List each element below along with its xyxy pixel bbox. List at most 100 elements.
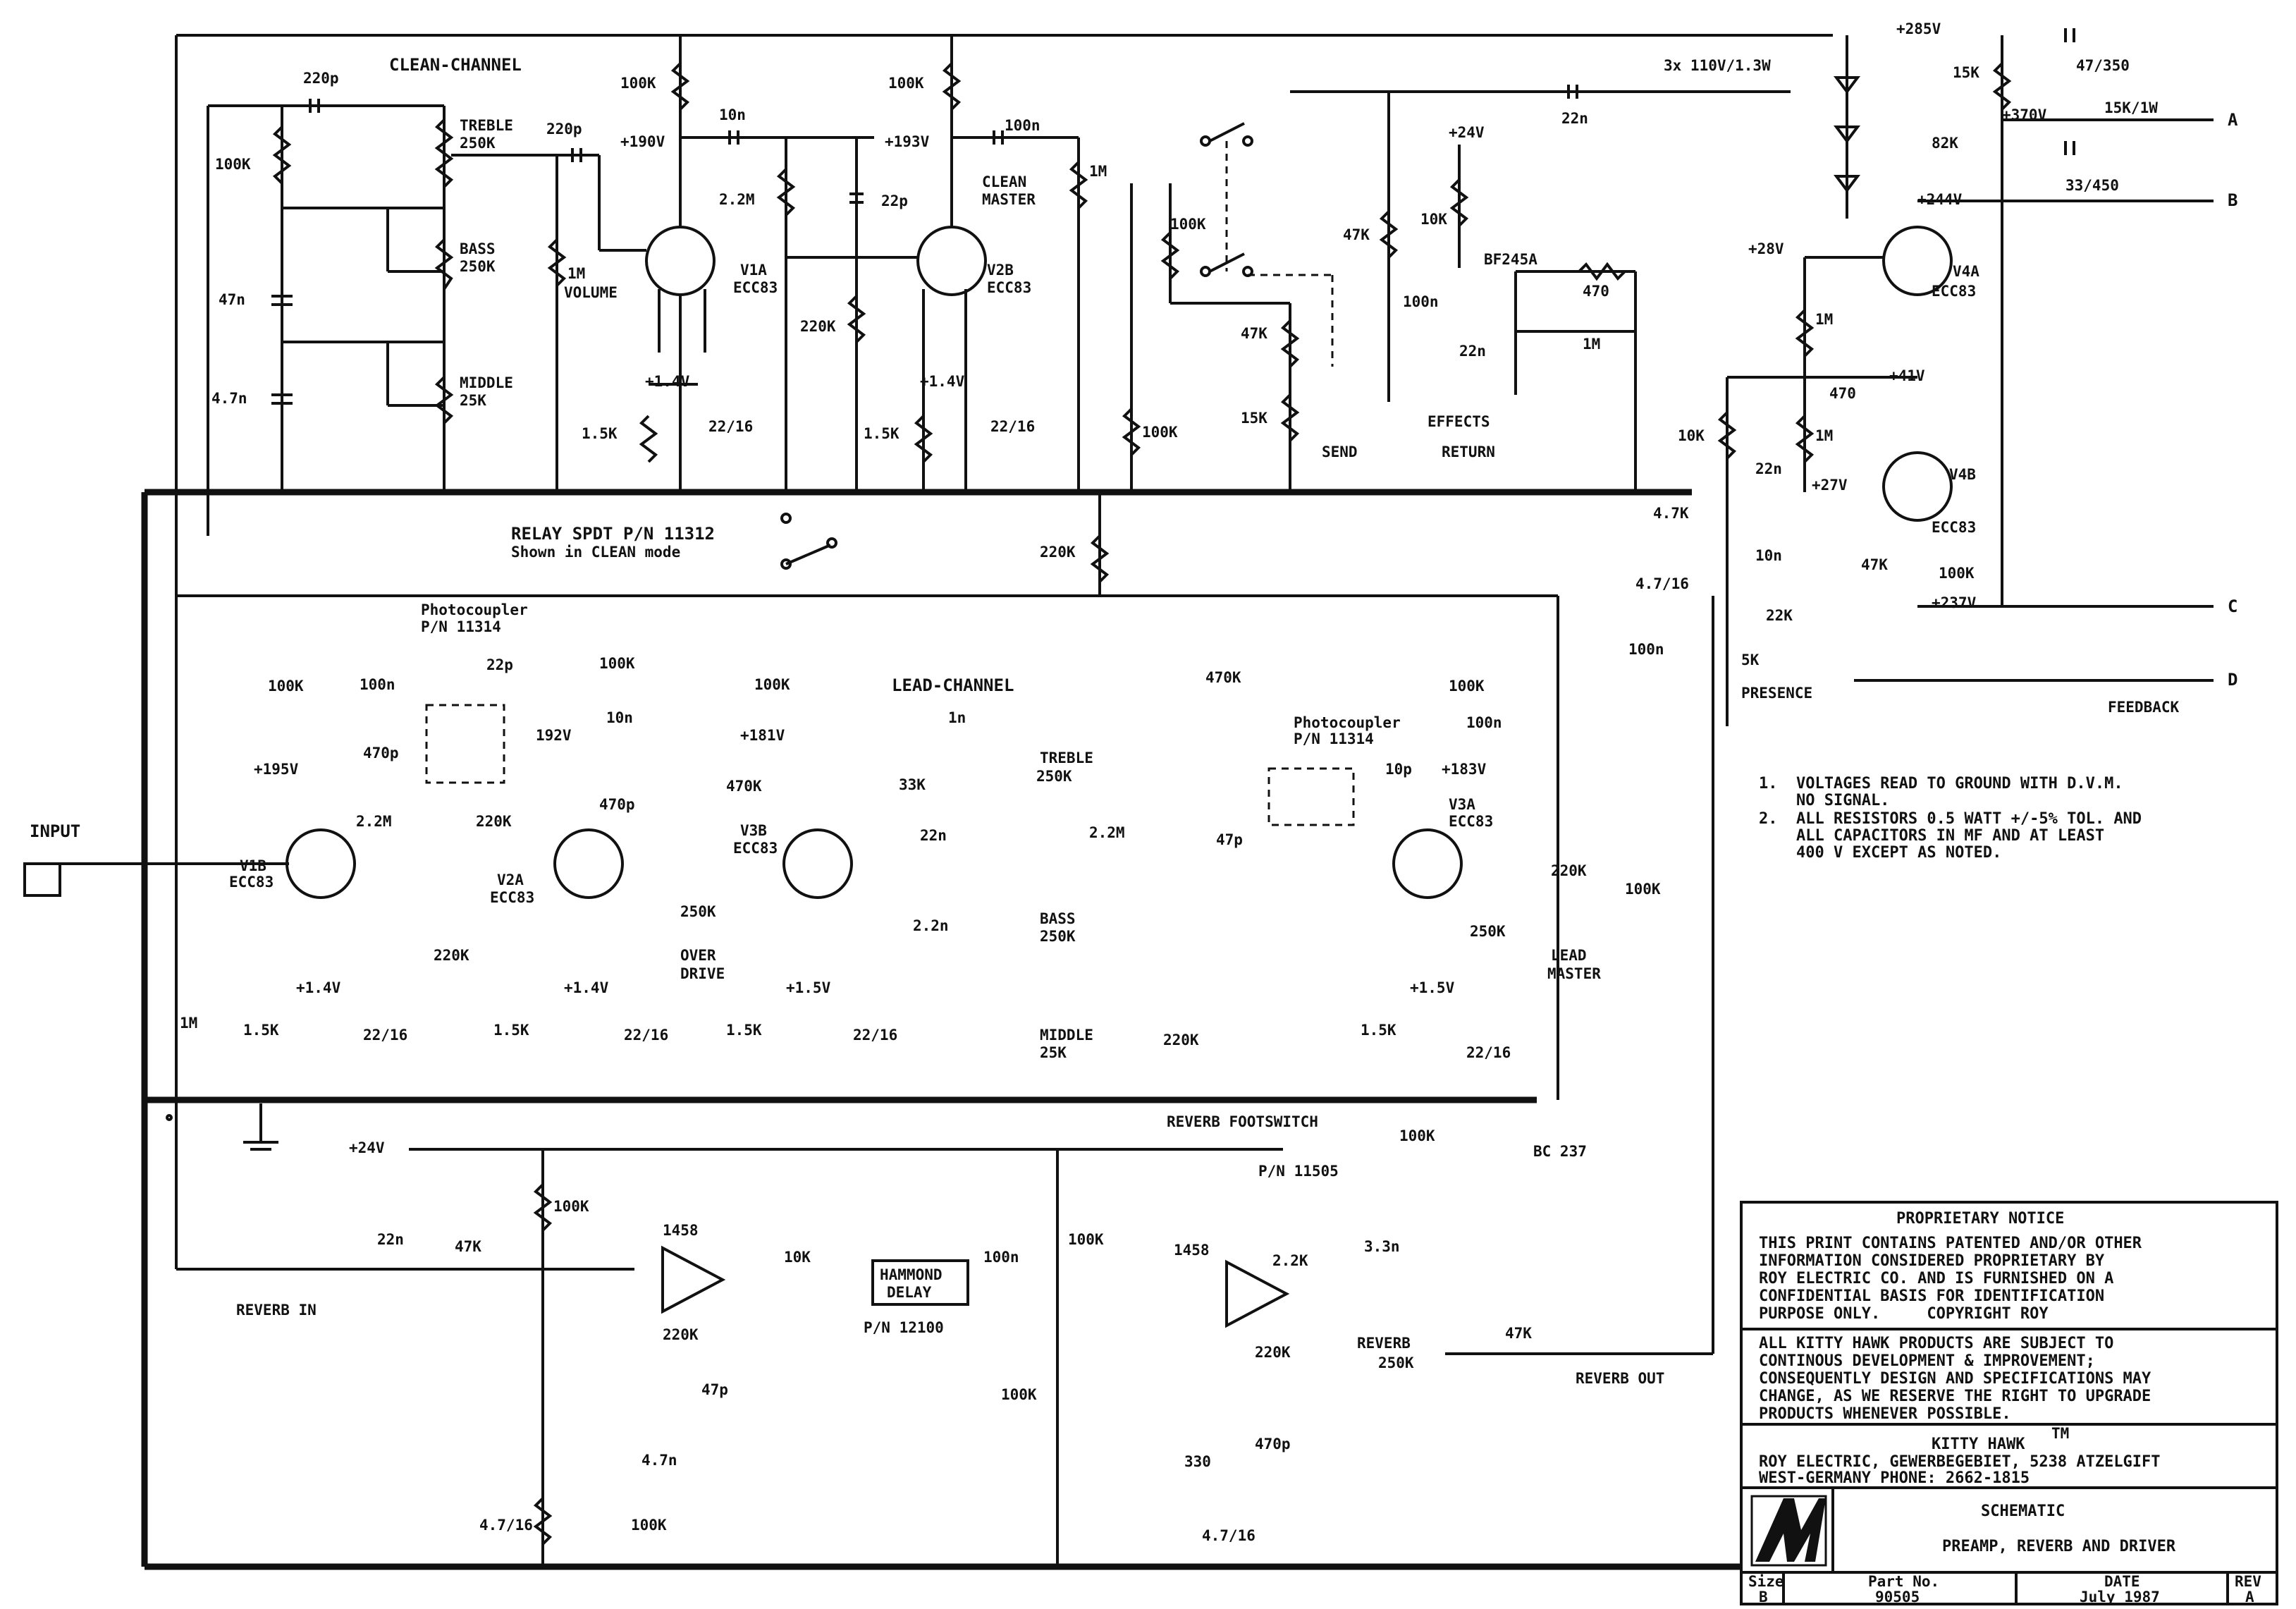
r100k-h: 100K xyxy=(599,655,635,672)
r33k: 33K xyxy=(899,776,926,793)
presence-label: PRESENCE xyxy=(1741,685,1812,702)
development-line-2: CONTINOUS DEVELOPMENT & IMPROVEMENT; xyxy=(1759,1352,2095,1370)
proprietary-line-3: ROY ELECTRIC CO. AND IS FURNISHED ON A xyxy=(1759,1270,2113,1287)
r220k-d: 220K xyxy=(434,947,469,964)
v-192: 192V xyxy=(536,727,572,744)
r15k-b: 15K xyxy=(1953,64,1979,81)
v-1.4-c: +1.4V xyxy=(296,979,341,996)
c100n-e: 100n xyxy=(1466,714,1502,731)
reverb-out-label: REVERB OUT xyxy=(1576,1370,1664,1387)
v3a-type: ECC83 xyxy=(1449,813,1493,830)
r100k-m: 4.7/16 xyxy=(479,1517,533,1534)
c4716-c: 4.7/16 xyxy=(1202,1527,1256,1544)
size-label: Size xyxy=(1748,1573,1784,1590)
address-line-2: WEST-GERMANY PHONE: 2662-1815 xyxy=(1759,1469,2030,1487)
r10k-a: 10K xyxy=(1420,211,1447,228)
c22n-d: 22n xyxy=(920,827,947,844)
pot-lead-master-2: MASTER xyxy=(1547,965,1601,982)
v4a-type: ECC83 xyxy=(1932,283,1976,300)
r220k-g: 220K xyxy=(663,1326,699,1343)
r100k-l: 100K xyxy=(553,1198,589,1215)
c47n-a: 47n xyxy=(219,291,245,308)
v1b-type: ECC83 xyxy=(229,874,274,891)
v-181: +181V xyxy=(740,727,785,744)
r1m-b: 1M xyxy=(1815,311,1833,328)
v1a-name: V1A xyxy=(740,262,767,279)
v-183: +183V xyxy=(1442,761,1487,778)
pot-clean-master-2: MASTER xyxy=(982,191,1036,208)
r220k-f: 220K xyxy=(1551,862,1587,879)
relay-label: RELAY SPDT P/N 11312 xyxy=(511,524,715,544)
r1k5-e: 1.5K xyxy=(726,1022,762,1039)
c220p-b: 220p xyxy=(546,121,582,137)
pot-presence-value: 5K xyxy=(1741,651,1760,668)
c4n7-b: 4.7n xyxy=(641,1452,677,1469)
pot-clean-master-3: 1M xyxy=(1089,163,1107,180)
hammond-2: DELAY xyxy=(887,1284,932,1301)
doc-type: SCHEMATIC xyxy=(1981,1503,2065,1520)
c10p: 10p xyxy=(1385,761,1412,778)
c22n-c: 22n xyxy=(1755,460,1782,477)
c100n-a: 100n xyxy=(1005,117,1040,134)
c1n: 1n xyxy=(948,709,966,726)
pot-clean-master-1: CLEAN xyxy=(982,173,1026,190)
v-195: +195V xyxy=(254,761,299,778)
lead-channel: Photocoupler P/N 11314 22p 100K 100n +19… xyxy=(23,601,1661,1061)
relay-mode: Shown in CLEAN mode xyxy=(511,544,680,561)
c2216-f: 22/16 xyxy=(1466,1044,1511,1061)
m1-logo: M1 xyxy=(1750,1495,1827,1567)
caps-spec: 3x 110V/1.3W xyxy=(1664,57,1771,74)
pot-treble-lead-label: TREBLE xyxy=(1040,750,1093,766)
c22p-b: 22p xyxy=(486,656,513,673)
note-line-1: 1. VOLTAGES READ TO GROUND WITH D.V.M. xyxy=(1759,775,2123,793)
clean-channel: CLEAN-CHANNEL 220p 100K 47n 4.7n TREBLE … xyxy=(207,35,1178,596)
r1m-c: 1M xyxy=(1815,427,1833,444)
note-line-5: 400 V EXCEPT AS NOTED. xyxy=(1759,844,2001,862)
v4b-name: V4B xyxy=(1949,466,1976,483)
r47k-e: 47K xyxy=(1505,1325,1532,1342)
part-value: 90505 xyxy=(1875,1589,1920,1605)
c470p-c: 470p xyxy=(1255,1436,1291,1452)
pot-treble-clean-label: TREBLE xyxy=(460,117,513,134)
company-name: KITTY HAWK xyxy=(1932,1436,2025,1453)
c47350: 47/350 xyxy=(2076,57,2130,74)
r220k-a: 220K xyxy=(800,318,836,335)
v4a-name: V4A xyxy=(1953,263,1979,280)
c2216-a: 22/16 xyxy=(708,418,753,435)
r100k-b: 100K xyxy=(620,75,656,92)
trademark: TM xyxy=(2051,1425,2069,1442)
pot-middle-lead-value: 25K xyxy=(1040,1044,1067,1061)
size-value: B xyxy=(1759,1589,1768,1605)
transistor-bc237: BC 237 xyxy=(1533,1143,1587,1160)
r470-b: 470 xyxy=(1829,385,1856,402)
v2b-name: V2B xyxy=(987,262,1014,279)
r47k-b: 47K xyxy=(1343,226,1370,243)
r10k-c: 100K xyxy=(631,1517,667,1534)
v3b-type: ECC83 xyxy=(733,840,778,857)
c22n-a: 22n xyxy=(1561,110,1588,127)
transistor-bf245: BF245A xyxy=(1484,251,1537,268)
development-line-3: CONSEQUENTLY DESIGN AND SPECIFICATIONS M… xyxy=(1759,1370,2151,1388)
pot-bass-lead-label: BASS xyxy=(1040,910,1076,927)
r1k5-d: 1.5K xyxy=(493,1022,529,1039)
v4b-type: ECC83 xyxy=(1932,519,1976,536)
c100n-d: 100n xyxy=(360,676,395,693)
v-237: +237V xyxy=(1932,594,1977,611)
notes: 1. VOLTAGES READ TO GROUND WITH D.V.M. N… xyxy=(1759,775,2142,862)
v-24-b: +24V xyxy=(349,1139,385,1156)
lead-channel-label: LEAD-CHANNEL xyxy=(892,675,1014,695)
effects-label: EFFECTS xyxy=(1428,413,1490,430)
r10k-b: 10K xyxy=(1678,427,1705,444)
pot-overdrive-value: 250K xyxy=(680,903,716,920)
r1k5-f: 1.5K xyxy=(1361,1022,1396,1039)
r22k: 22K xyxy=(1766,607,1793,624)
v-1.4-d: +1.4V xyxy=(564,979,609,996)
v1a-type: ECC83 xyxy=(733,279,778,296)
v-1.5-b: +1.5V xyxy=(1410,979,1455,996)
c2216-e: 22/16 xyxy=(853,1027,897,1044)
r1m-d: 1M xyxy=(180,1015,197,1032)
input-label: INPUT xyxy=(30,821,80,841)
doc-title: PREAMP, REVERB AND DRIVER xyxy=(1942,1538,2176,1555)
r47k-d: 47K xyxy=(455,1238,481,1255)
r470k-a: 470K xyxy=(726,778,762,795)
